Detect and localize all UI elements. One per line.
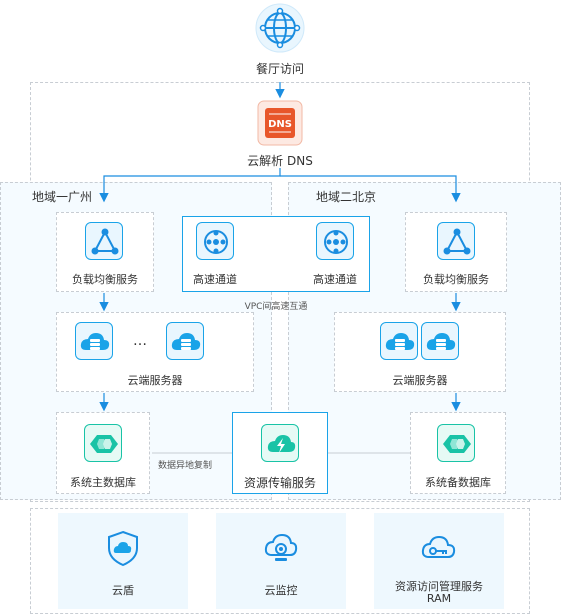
transfer-label: 资源传输服务 (243, 476, 316, 490)
monitor-label: 云监控 (264, 584, 298, 597)
region-left-title: 地域一广州 (32, 190, 93, 204)
vpc-right-channel-label: 高速通道 (313, 273, 357, 286)
cloud-server-icon (380, 322, 418, 360)
dns-label: 云解析 DNS (247, 154, 313, 168)
ram-label-line2: RAM (426, 592, 452, 605)
vpc-left-channel-label: 高速通道 (193, 273, 237, 286)
cloud-server-icon (166, 322, 204, 360)
express-channel-icon (316, 222, 354, 260)
load-balancer-icon (85, 222, 123, 260)
left-servers-label: 云端服务器 (127, 374, 183, 387)
left-db-label: 系统主数据库 (70, 476, 136, 489)
access-label: 餐厅访问 (255, 62, 304, 76)
express-channel-icon (196, 222, 234, 260)
services-frame (30, 508, 530, 614)
dns-icon: DNS (257, 100, 303, 146)
ram-key-icon (419, 528, 459, 568)
region-right-title: 地域二北京 (316, 190, 377, 204)
globe-icon (254, 2, 306, 54)
right-db-label: 系统备数据库 (425, 476, 491, 489)
database-icon (437, 424, 475, 462)
right-servers-box (334, 312, 506, 392)
right-servers-label: 云端服务器 (392, 374, 448, 387)
monitor-icon (261, 528, 301, 568)
cloud-server-icon (421, 322, 459, 360)
server-ellipsis: … (133, 333, 147, 349)
shield-label: 云盾 (112, 584, 134, 597)
right-lb-label: 负载均衡服务 (423, 273, 489, 286)
database-icon (84, 424, 122, 462)
cloud-server-icon (75, 322, 113, 360)
transfer-service-icon (261, 424, 299, 462)
ram-card (374, 513, 504, 609)
ram-label-line1: 资源访问管理服务 (395, 580, 483, 593)
shield-icon (103, 528, 143, 568)
replication-label: 数据异地复制 (158, 461, 213, 471)
left-lb-label: 负载均衡服务 (72, 273, 138, 286)
svg-text:DNS: DNS (268, 119, 292, 130)
vpc-caption: VPC间高速互通 (244, 302, 308, 312)
load-balancer-icon (437, 222, 475, 260)
